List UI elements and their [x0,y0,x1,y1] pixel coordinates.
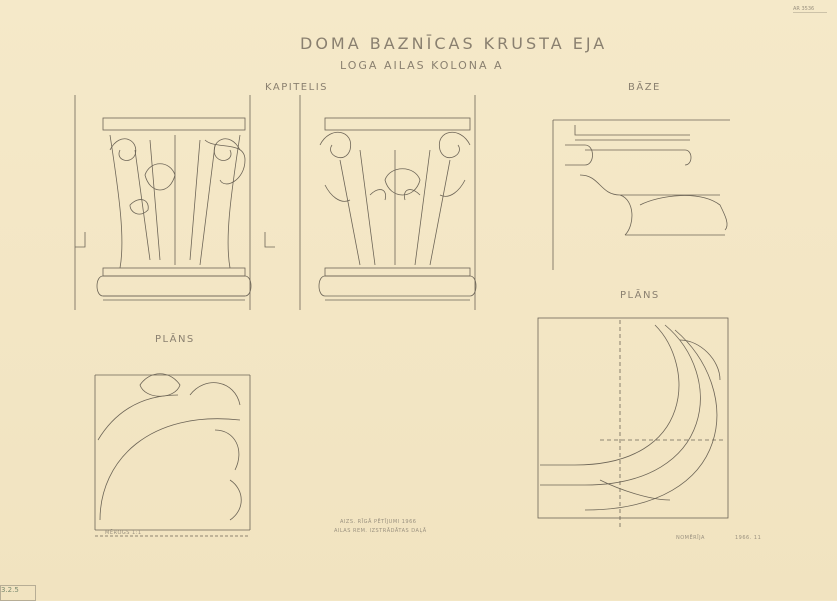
drawing-title: DOMA BAZNĪCAS KRUSTA EJA [300,34,608,53]
base-label: BĀZE [628,82,661,93]
signature-date: 1966. 11 [735,535,762,541]
plan-right [537,317,729,530]
signature-label: NOMĒRĪJA [676,535,705,541]
note-line-1: AIZS. RĪGĀ PĒTĪJUMI 1966 [340,519,417,525]
plan-right-label: PLĀNS [620,290,660,301]
drawing-subtitle: LOGA AILAS KOLONA A [340,59,504,72]
archive-stamp: 3.2.5 [0,585,36,601]
plan-left-label: PLĀNS [155,334,195,345]
plan-left [94,373,251,537]
inventory-number: AR 3536 [793,6,827,13]
capital-front-elevation [74,95,275,310]
note-line-2: AILAS REM. IZSTRĀDĀTAS DAĻĀ [334,528,427,534]
capital-side-elevation [299,95,477,310]
base-elevation [552,119,730,270]
scale-label: MĒROGS 1:1 [105,530,142,536]
capital-label: KAPITELIS [265,82,328,93]
